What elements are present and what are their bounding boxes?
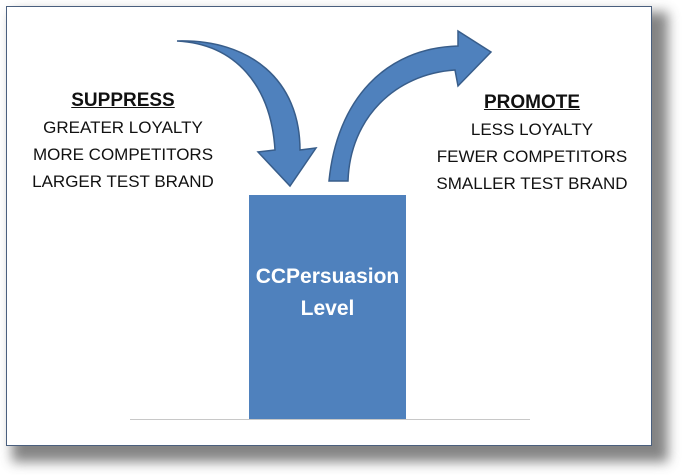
persuasion-level-line1: CCPersuasion — [255, 265, 400, 288]
suppress-item: LARGER TEST BRAND — [32, 172, 214, 191]
suppress-item: MORE COMPETITORS — [32, 145, 214, 164]
suppress-item: GREATER LOYALTY — [43, 118, 203, 137]
persuasion-level-box: CCPersuasion Level — [249, 195, 406, 420]
promote-heading: PROMOTE — [483, 92, 581, 113]
suppress-heading: SUPPRESS — [71, 90, 175, 111]
promote-factors: PROMOTE LESS LOYALTY FEWER COMPETITORS S… — [424, 90, 640, 197]
promote-item: LESS LOYALTY — [470, 120, 594, 139]
persuasion-level-line2: Level — [300, 297, 355, 320]
promote-item: FEWER COMPETITORS — [436, 147, 628, 166]
persuasion-level-label: CCPersuasion Level — [249, 261, 406, 325]
baseline-divider — [130, 419, 530, 420]
suppress-factors: SUPPRESS GREATER LOYALTY MORE COMPETITOR… — [20, 88, 226, 195]
curved-arrow-up-icon — [328, 29, 493, 182]
curved-arrow-down-icon — [176, 40, 318, 188]
promote-item: SMALLER TEST BRAND — [436, 174, 628, 193]
